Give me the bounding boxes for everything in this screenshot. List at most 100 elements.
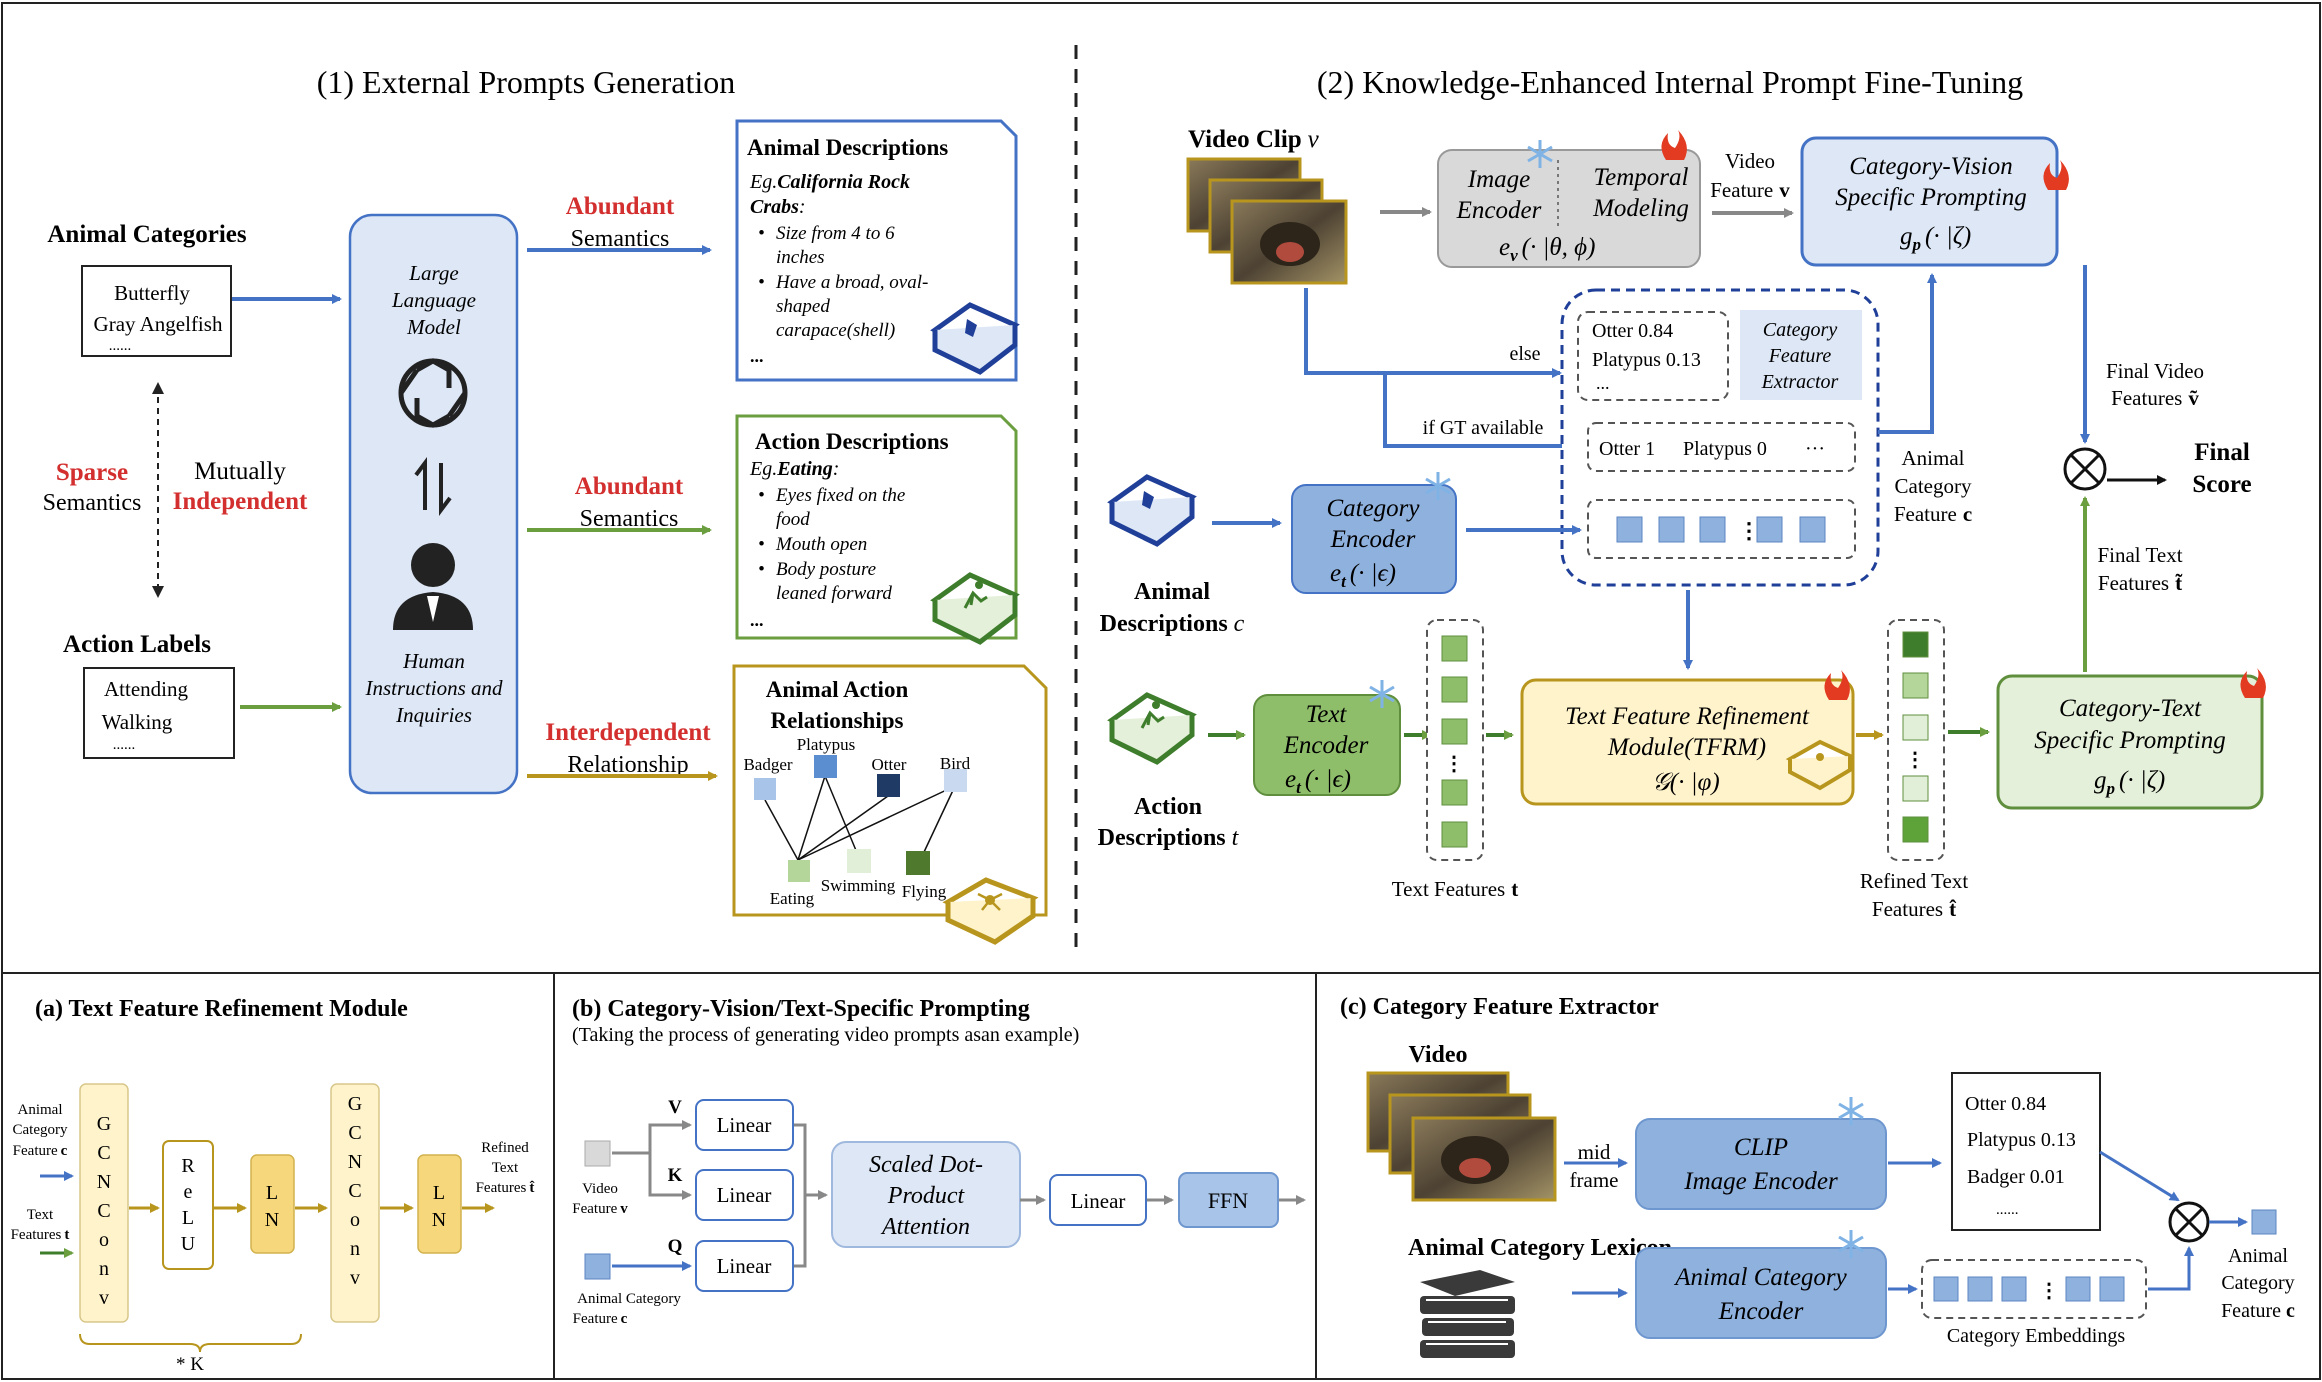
text-feature-cells bbox=[1441, 635, 1468, 848]
et-formula: et(· |ϵ) bbox=[1285, 766, 1351, 797]
tfrm-formula: 𝒢(· |φ) bbox=[1652, 769, 1720, 796]
final-video-label: Final Video bbox=[2106, 359, 2204, 383]
action-book-icon bbox=[930, 572, 1020, 645]
gt-item: ··· bbox=[1805, 438, 1825, 460]
linear-label: Linear bbox=[717, 1183, 772, 1207]
sdpa-label: Product bbox=[887, 1183, 966, 1209]
linear-q-box bbox=[695, 1240, 794, 1292]
abundant-label: Abundant bbox=[575, 473, 684, 500]
embedding-row bbox=[1616, 516, 1826, 543]
animal-category-encoder-box bbox=[1635, 1247, 1887, 1339]
sparse-label: Sparse bbox=[56, 459, 128, 486]
sdpa-label: Attention bbox=[880, 1214, 970, 1240]
ellipsis: ⋮ bbox=[1905, 749, 1925, 771]
cvsp-label: Category-Vision bbox=[1849, 153, 2012, 180]
node-otter bbox=[877, 774, 900, 797]
category-embeddings-label: Category Embeddings bbox=[1947, 1325, 2126, 1347]
cvsp-label: Specific Prompting bbox=[1835, 184, 2026, 211]
score-item: Otter 0.84 bbox=[1965, 1093, 2046, 1115]
else-label: else bbox=[1509, 343, 1540, 365]
bullet: • bbox=[758, 485, 765, 506]
action-labels-label: Action Labels bbox=[63, 631, 211, 658]
flow-arrow bbox=[612, 1120, 692, 1155]
section2-title: (2) Knowledge-Enhanced Internal Prompt F… bbox=[1317, 64, 2023, 100]
animal-descriptions-label: Animal bbox=[1134, 579, 1210, 605]
score-item: Otter 0.84 bbox=[1592, 320, 1673, 342]
svg-text:C: C bbox=[348, 1122, 361, 1144]
relu-label: Re LU bbox=[181, 1155, 196, 1255]
panel-b-subtitle: (Taking the process of generating video … bbox=[572, 1024, 1079, 1046]
category-item: Gray Angelfish bbox=[94, 312, 223, 336]
flow-arrow bbox=[1878, 273, 1937, 434]
snowflake-icon bbox=[1838, 1097, 1864, 1125]
clip-scores-box bbox=[1951, 1072, 2101, 1231]
repeat-k-label: * K bbox=[176, 1354, 204, 1375]
refined-feature-cells bbox=[1902, 631, 1929, 843]
node-bird bbox=[944, 769, 967, 792]
svg-text:C: C bbox=[97, 1142, 110, 1164]
bullet-text: leaned forward bbox=[776, 583, 892, 604]
bullet: • bbox=[758, 534, 765, 555]
flow-arrow bbox=[1304, 288, 1562, 378]
semantics-label: Semantics bbox=[571, 226, 670, 252]
node-label: Swimming bbox=[821, 876, 896, 895]
score-item: Platypus 0.13 bbox=[1592, 349, 1701, 371]
output-label: Text bbox=[492, 1160, 519, 1176]
text-encoder-label: Text bbox=[1306, 701, 1348, 728]
action-book-icon bbox=[1107, 692, 1197, 765]
svg-text:v: v bbox=[99, 1287, 109, 1309]
cfe-label: Feature bbox=[1768, 345, 1832, 367]
category-embeddings-box bbox=[1921, 1259, 2147, 1319]
video-frames bbox=[1366, 1071, 1557, 1202]
gcnconv-box bbox=[79, 1083, 129, 1323]
node-label: Badger bbox=[743, 755, 792, 774]
final-score-label: Final bbox=[2194, 439, 2250, 466]
bullet: • bbox=[758, 272, 765, 293]
bullet-text: Body posture bbox=[776, 559, 876, 580]
output-label: Refined bbox=[481, 1140, 529, 1156]
card-title: Action Descriptions bbox=[755, 429, 949, 454]
svg-text:N: N bbox=[97, 1171, 111, 1193]
tfrm-box bbox=[1520, 678, 1855, 806]
gcnconv-label: GC NC on v bbox=[97, 1113, 111, 1309]
semantics-label: Semantics bbox=[43, 490, 142, 516]
linear-label: Linear bbox=[1071, 1189, 1126, 1213]
v-label: V bbox=[668, 1097, 682, 1118]
human-label: Instructions and bbox=[364, 676, 503, 700]
card-example: Eg.Eating: bbox=[749, 458, 839, 480]
svg-text:R: R bbox=[181, 1155, 195, 1177]
snowflake-icon bbox=[1838, 1230, 1864, 1258]
video-feature-label: Video bbox=[582, 1181, 618, 1197]
video-label: Video bbox=[1408, 1042, 1467, 1068]
clip-label: CLIP bbox=[1734, 1134, 1788, 1161]
arrow-head bbox=[152, 586, 164, 598]
openai-logo-icon bbox=[398, 358, 468, 428]
human-label: Human bbox=[402, 649, 465, 673]
video-feature-label: Video bbox=[1725, 149, 1775, 173]
temporal-modeling-label: Modeling bbox=[1592, 195, 1689, 222]
text-encoder-box bbox=[1253, 694, 1401, 796]
flow-arrow bbox=[2148, 1246, 2194, 1291]
human-label: Inquiries bbox=[395, 703, 472, 727]
flow-arrow bbox=[1383, 373, 1580, 451]
ellipsis: ⋮ bbox=[1444, 753, 1464, 775]
ln-label: L bbox=[433, 1182, 445, 1204]
bullet-text: food bbox=[776, 509, 810, 530]
multiply-icon-cross bbox=[2174, 1207, 2204, 1237]
score-item: Badger 0.01 bbox=[1967, 1166, 2065, 1188]
relation-book-icon bbox=[942, 877, 1039, 945]
bullet-text: Have a broad, oval- bbox=[775, 272, 928, 293]
action-item: Attending bbox=[104, 677, 188, 701]
svg-text:o: o bbox=[350, 1209, 360, 1231]
linear-k-box bbox=[695, 1169, 794, 1221]
